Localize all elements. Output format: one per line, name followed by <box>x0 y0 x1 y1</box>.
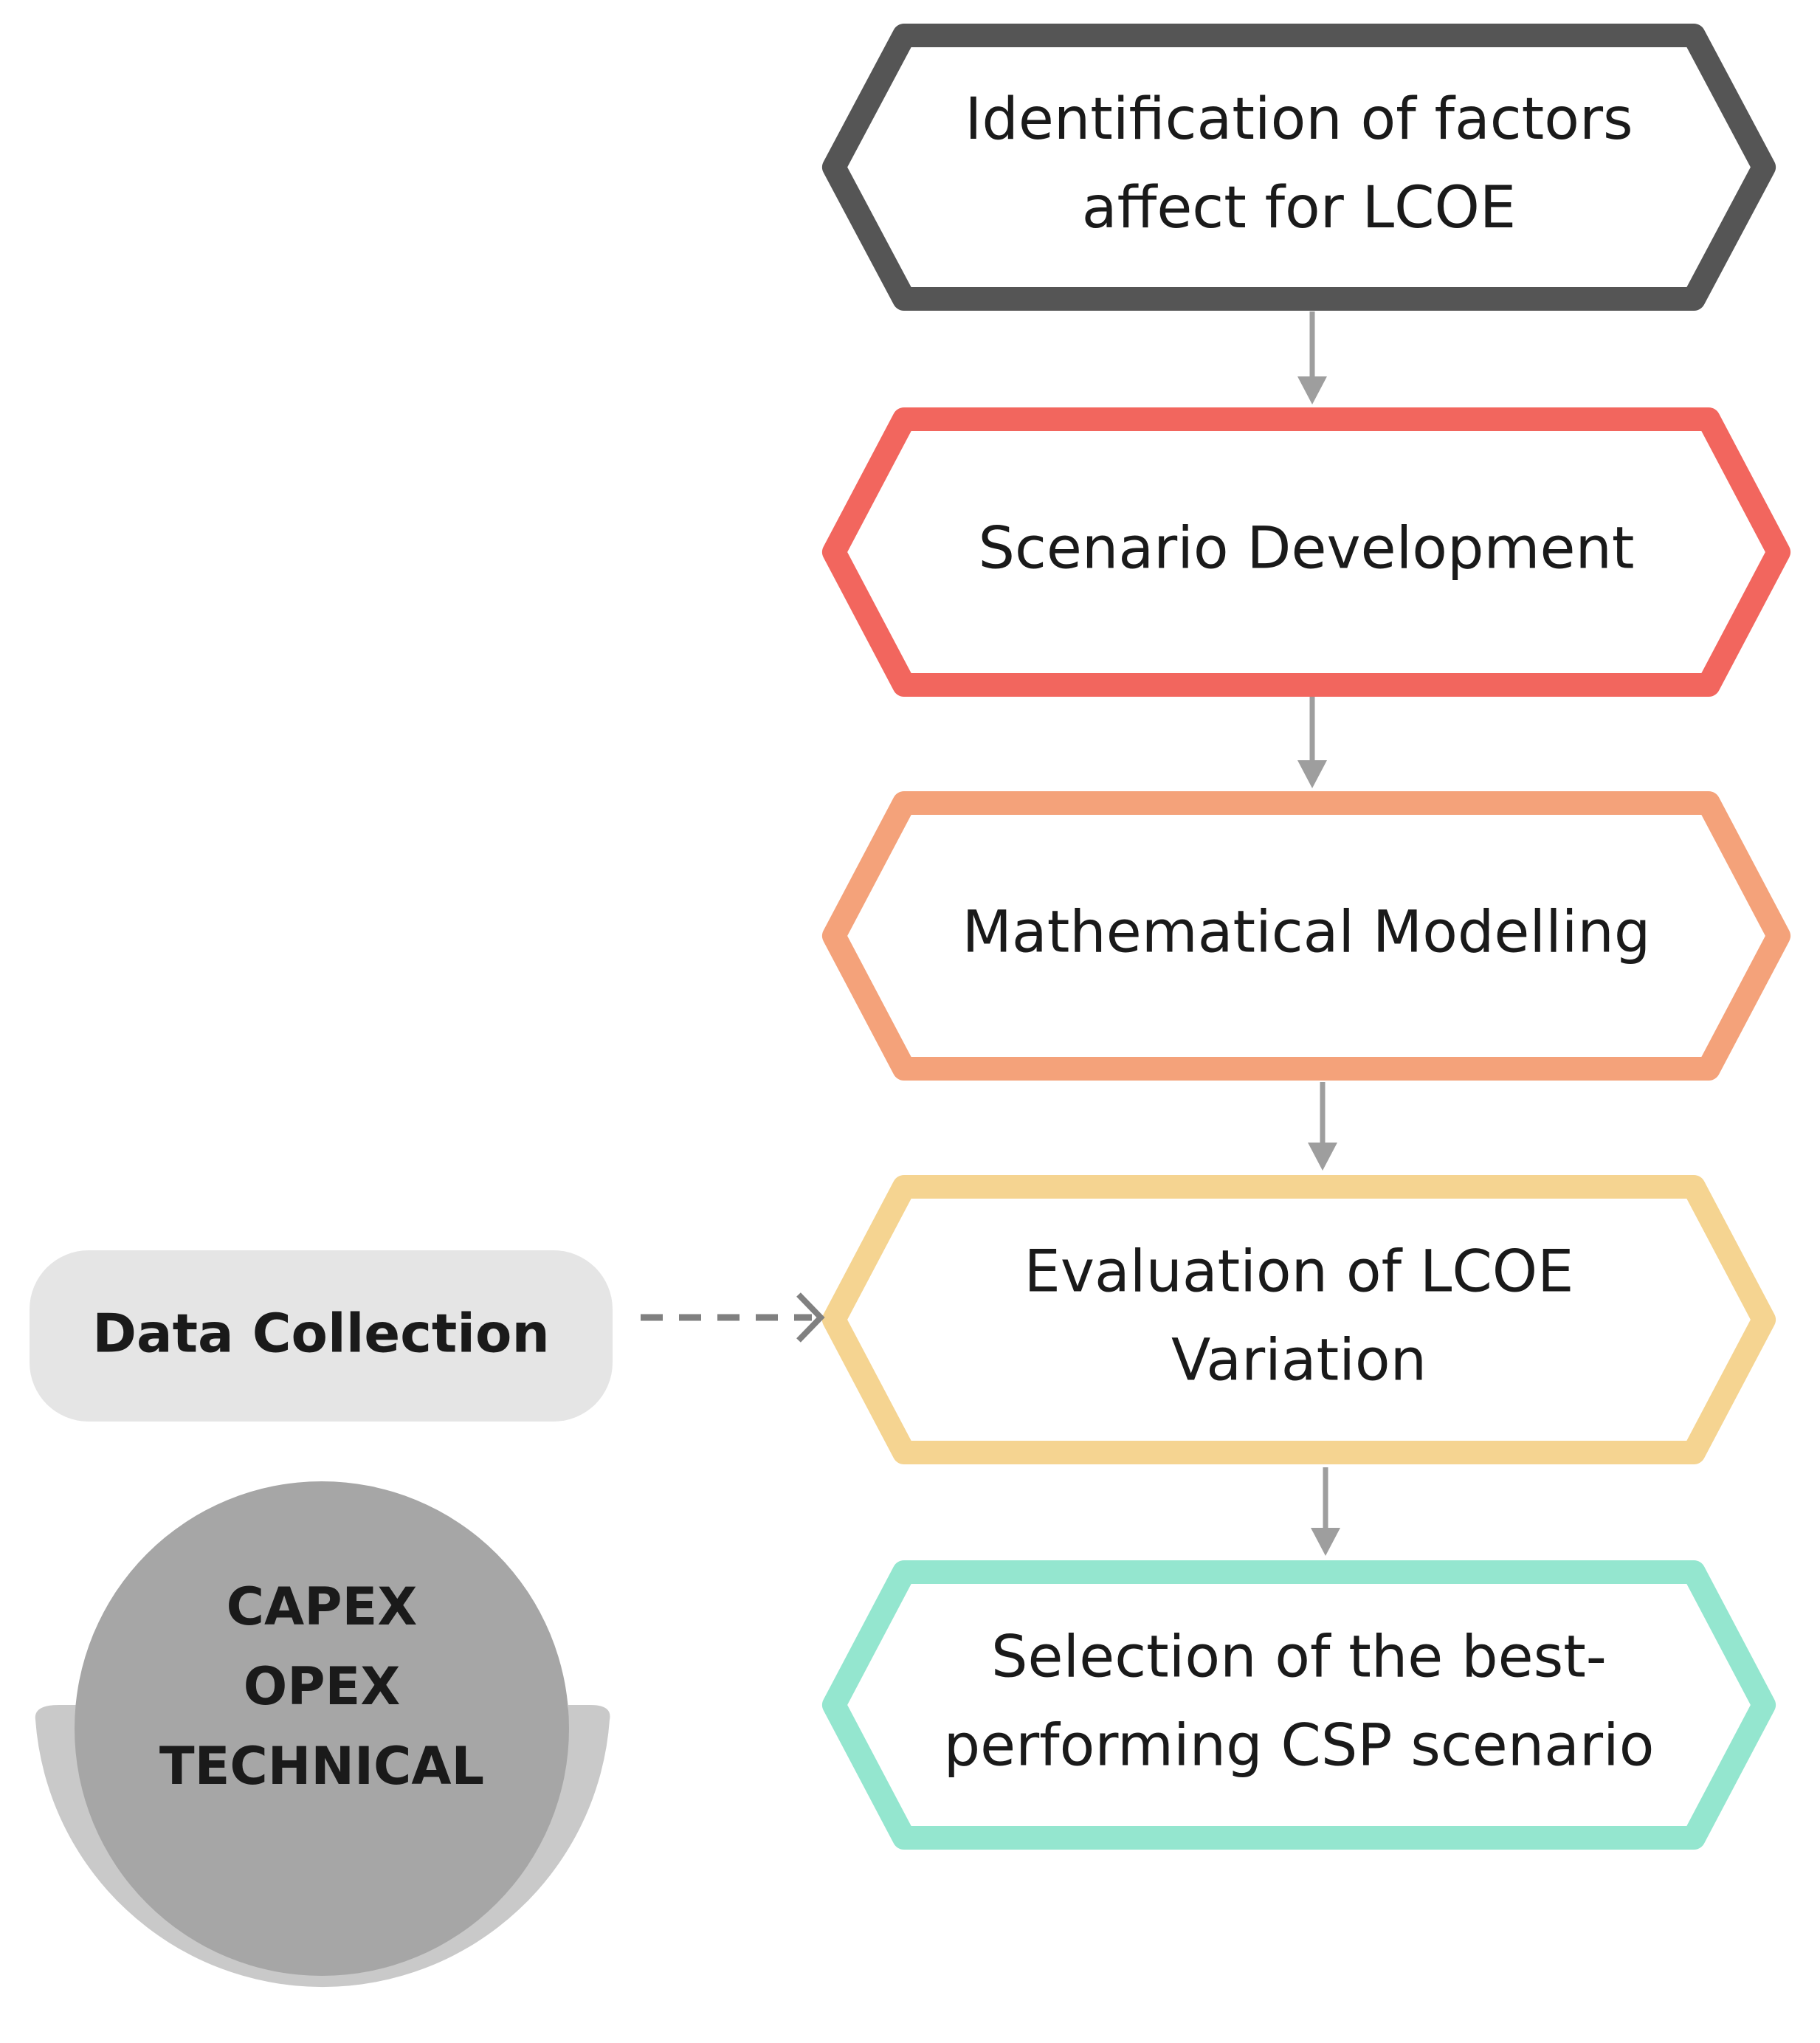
step-scenario-shape <box>822 407 1790 697</box>
step-evaluation-label-line: Evaluation of LCOE <box>1024 1238 1574 1305</box>
step-evaluation-label-line: Variation <box>1171 1327 1427 1393</box>
step-evaluation: Evaluation of LCOE Variation <box>822 1175 1776 1464</box>
input-line-opex: OPEX <box>244 1656 401 1717</box>
step-scenario-label-line: Scenario Development <box>979 515 1635 582</box>
data-collection-box: Data Collection <box>30 1250 613 1422</box>
inputs-circle <box>75 1481 569 1976</box>
step-identification-label-line: Identification of factors <box>965 86 1633 153</box>
step-modelling: Mathematical Modelling <box>822 791 1790 1081</box>
step-selection: Selection of the best-performing CSP sce… <box>822 1560 1776 1850</box>
flow-steps: Identification of factors affect for LCOE… <box>822 24 1790 1850</box>
connector-4-5 <box>1311 1467 1340 1556</box>
step-scenario: Scenario Development <box>822 407 1790 697</box>
step-selection-shape <box>822 1560 1776 1850</box>
data-collection-connector <box>641 1292 825 1343</box>
connector-3-4 <box>1308 1082 1337 1171</box>
data-collection-label: Data Collection <box>92 1303 549 1365</box>
inputs-circle-group: CAPEX OPEX TECHNICAL <box>35 1481 610 1988</box>
step-identification-shape <box>822 24 1776 311</box>
step-identification-label-line: affect for LCOE <box>1082 175 1516 241</box>
input-line-capex: CAPEX <box>227 1577 418 1637</box>
step-modelling-shape <box>822 791 1790 1081</box>
step-modelling-label-line: Mathematical Modelling <box>962 899 1651 965</box>
step-selection-label-line: Selection of the best- <box>991 1624 1607 1690</box>
step-evaluation-shape <box>822 1175 1776 1464</box>
input-line-technical: TECHNICAL <box>159 1736 484 1796</box>
connector-1-2 <box>1297 311 1327 404</box>
connector-2-3 <box>1297 697 1327 788</box>
flow-connectors <box>1297 311 1340 1556</box>
step-identification: Identification of factors affect for LCOE <box>822 24 1776 311</box>
step-selection-label-line: performing CSP scenario <box>944 1712 1655 1779</box>
